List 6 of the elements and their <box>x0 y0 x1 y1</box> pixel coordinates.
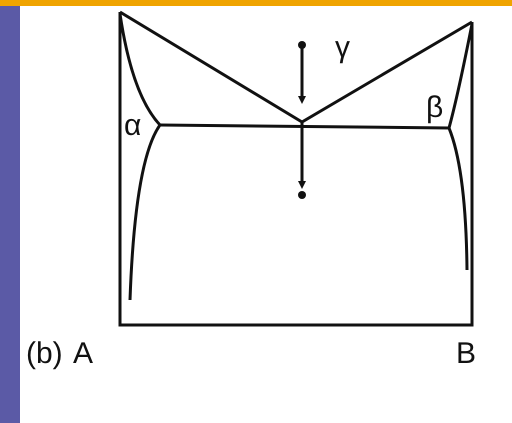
phase-label: α <box>124 110 142 142</box>
component-label: A <box>73 338 94 370</box>
component-label: B <box>456 338 476 370</box>
panel-label: (b) <box>26 338 63 370</box>
phase-label: β <box>426 92 444 124</box>
phase-label: γ <box>335 32 350 64</box>
